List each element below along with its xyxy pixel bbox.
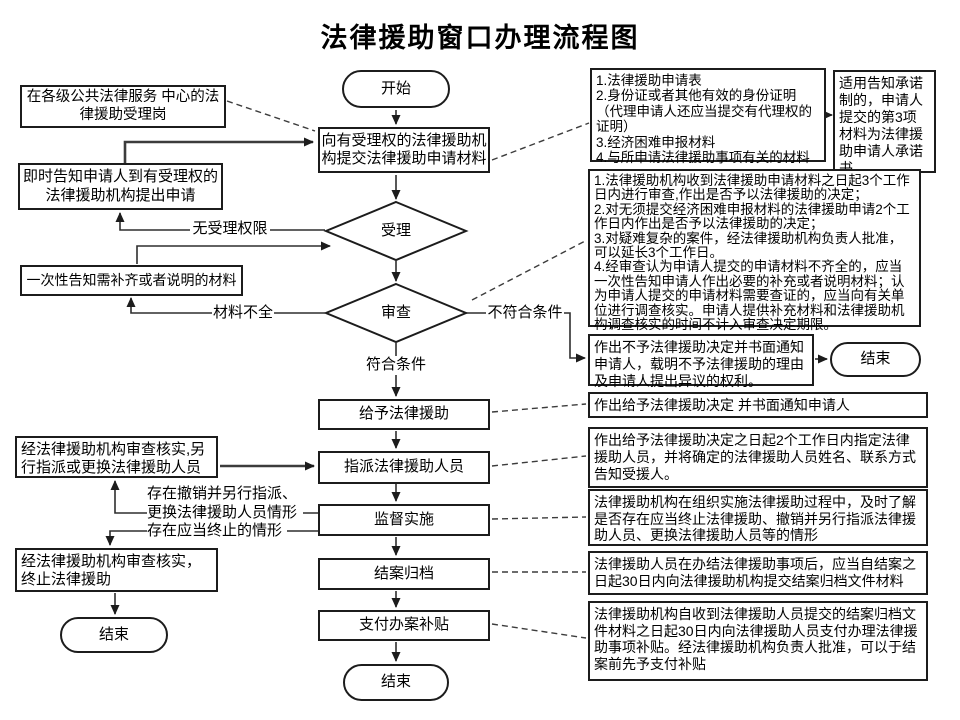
grant-notice-note: 作出给予法律援助决定 并书面通知申请人 <box>588 392 928 418</box>
notify-apply-note: 即时告知申请人到有受理权的法律援助机构提出申请 <box>18 163 223 210</box>
decision-diamonds <box>323 200 469 344</box>
reception-post-note: 在各级公共法律服务 中心的法律援助受理岗 <box>20 85 226 128</box>
edge-label-revoke-case: 存在撤销并另行指派、更换法律援助人员情形 <box>147 485 303 523</box>
edge-label-no-authority: 无受理权限 <box>190 220 270 239</box>
archive-step: 结案归档 <box>318 558 490 590</box>
assign-personnel-step: 指派法律援助人员 <box>318 451 490 484</box>
edge-label-qualified: 符合条件 <box>364 356 428 375</box>
deny-decision-note: 作出不予法律援助决定并书面通知申请人，载明不予法律援助的理由及申请人提出异议的权… <box>588 334 814 389</box>
grant-aid-step: 给予法律援助 <box>318 399 490 430</box>
terminate-note: 经法律援助机构审查核实，终止法律援助 <box>15 548 218 592</box>
reassign-note: 经法律援助机构审查核实,另行指派或更换法律援助人员 <box>15 436 218 478</box>
edge-label-incomplete: 材料不全 <box>212 304 274 323</box>
subsidy-detail-note: 法律援助机构自收到法律援助人员提交的结案归档文件材料之日起30日内向法律援助人员… <box>588 601 928 681</box>
supervise-detail-note: 法律援助机构在组织实施法律援助过程中，及时了解是否存在应当终止法律援助、撤销并另… <box>588 489 928 546</box>
submit-materials-step: 向有受理权的法律援助机构提交法律援助申请材料 <box>318 127 490 173</box>
review-decision-label: 审查 <box>380 304 411 321</box>
end-terminator-left: 结束 <box>60 617 168 653</box>
assign-detail-note: 作出给予法律援助决定之日起2个工作日内指定法律援助人员，并将确定的法律援助人员姓… <box>588 427 928 488</box>
review-diamond <box>323 282 469 344</box>
subsidy-step: 支付办案补贴 <box>318 610 490 641</box>
promise-system-note: 适用告知承诺制的，申请人提交的第3项材料为法律援助申请人承诺书 <box>833 70 936 173</box>
archive-detail-note: 法律援助人员在办结法律援助事项后，应当自结案之日起30日内向法律援助机构提交结案… <box>588 551 928 595</box>
accept-diamond <box>323 200 469 262</box>
edge-label-terminate-case: 存在应当终止的情形 <box>147 522 287 540</box>
supervise-step: 监督实施 <box>318 504 490 536</box>
review-rules-note: 1.法律援助机构收到法律援助申请材料之日起3个工作日内进行审查,作出是否予以法律… <box>588 169 921 332</box>
diagram-title: 法律援助窗口办理流程图 <box>320 23 640 53</box>
end-terminator-right: 结束 <box>830 342 921 377</box>
accept-decision-label: 受理 <box>380 222 411 239</box>
annotation-dashes <box>226 100 590 639</box>
edge-label-not-qualified: 不符合条件 <box>486 304 564 323</box>
start-terminator: 开始 <box>342 70 450 108</box>
onetime-notice-note: 一次性告知需补齐或者说明的材料 <box>20 265 243 296</box>
end-terminator-main: 结束 <box>343 664 449 701</box>
materials-list-note: 1.法律援助申请表 2.身份证或者其他有效的身份证明 （代理申请人还应当提交有代… <box>590 68 826 165</box>
